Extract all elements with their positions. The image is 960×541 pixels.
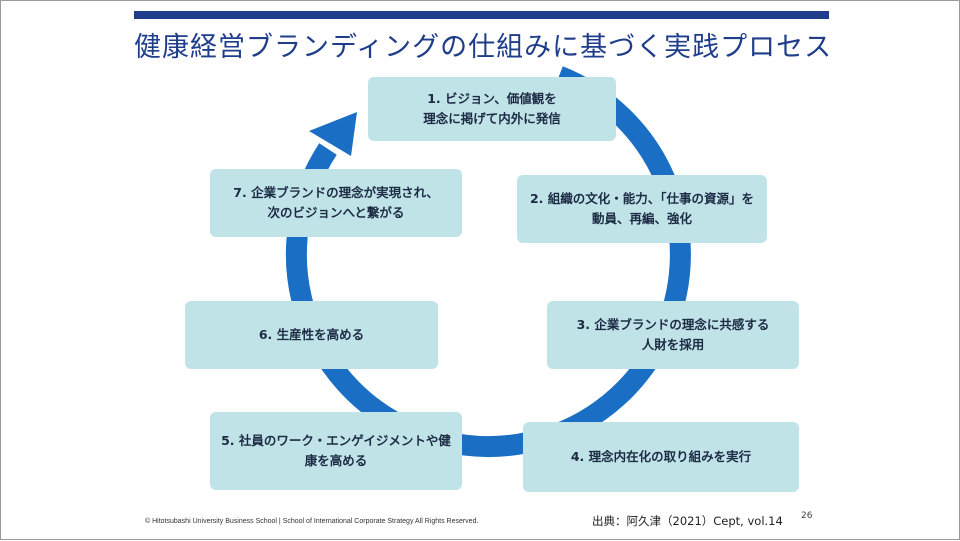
- step-5-line1: 5. 社員のワーク・エンゲイジメントや健: [221, 433, 451, 448]
- page-number: 26: [801, 511, 813, 521]
- step-6-box: 6. 生産性を高める: [185, 301, 438, 369]
- slide-title: 健康経営ブランディングの仕組みに基づく実践プロセス: [134, 32, 833, 63]
- step-7-line2: 次のビジョンへと繋がる: [267, 205, 405, 220]
- step-4-box: 4. 理念内在化の取り組みを実行: [523, 422, 799, 492]
- cycle-arrowhead: [309, 112, 357, 156]
- step-1-box: 1. ビジョン、価値観を 理念に掲げて内外に発信: [368, 77, 616, 141]
- step-2-line1: 2. 組織の文化・能力、「仕事の資源」を: [529, 191, 755, 206]
- step-2-box: 2. 組織の文化・能力、「仕事の資源」を 動員、再編、強化: [517, 175, 767, 243]
- copyright-footer: © Hitotsubashi University Business Schoo…: [145, 518, 479, 525]
- step-5-box: 5. 社員のワーク・エンゲイジメントや健 康を高める: [210, 412, 462, 490]
- step-6-line1: 6. 生産性を高める: [258, 327, 365, 342]
- step-4-line1: 4. 理念内在化の取り組みを実行: [570, 449, 752, 464]
- source-citation: 出典：阿久津（2021）Cept, vol.14: [592, 514, 783, 528]
- step-3-line1: 3. 企業ブランドの理念に共感する: [576, 317, 770, 332]
- step-7-box: 7. 企業ブランドの理念が実現され、 次のビジョンへと繋がる: [210, 169, 462, 237]
- step-7-line1: 7. 企業ブランドの理念が実現され、: [233, 185, 439, 200]
- step-1-line2: 理念に掲げて内外に発信: [423, 111, 561, 126]
- step-3-line2: 人財を採用: [641, 337, 705, 352]
- step-1-line1: 1. ビジョン、価値観を: [427, 91, 557, 106]
- step-3-box: 3. 企業ブランドの理念に共感する 人財を採用: [547, 301, 799, 369]
- step-2-line2: 動員、再編、強化: [591, 211, 692, 226]
- step-5-line2: 康を高める: [304, 453, 368, 468]
- title-rule: [134, 11, 829, 19]
